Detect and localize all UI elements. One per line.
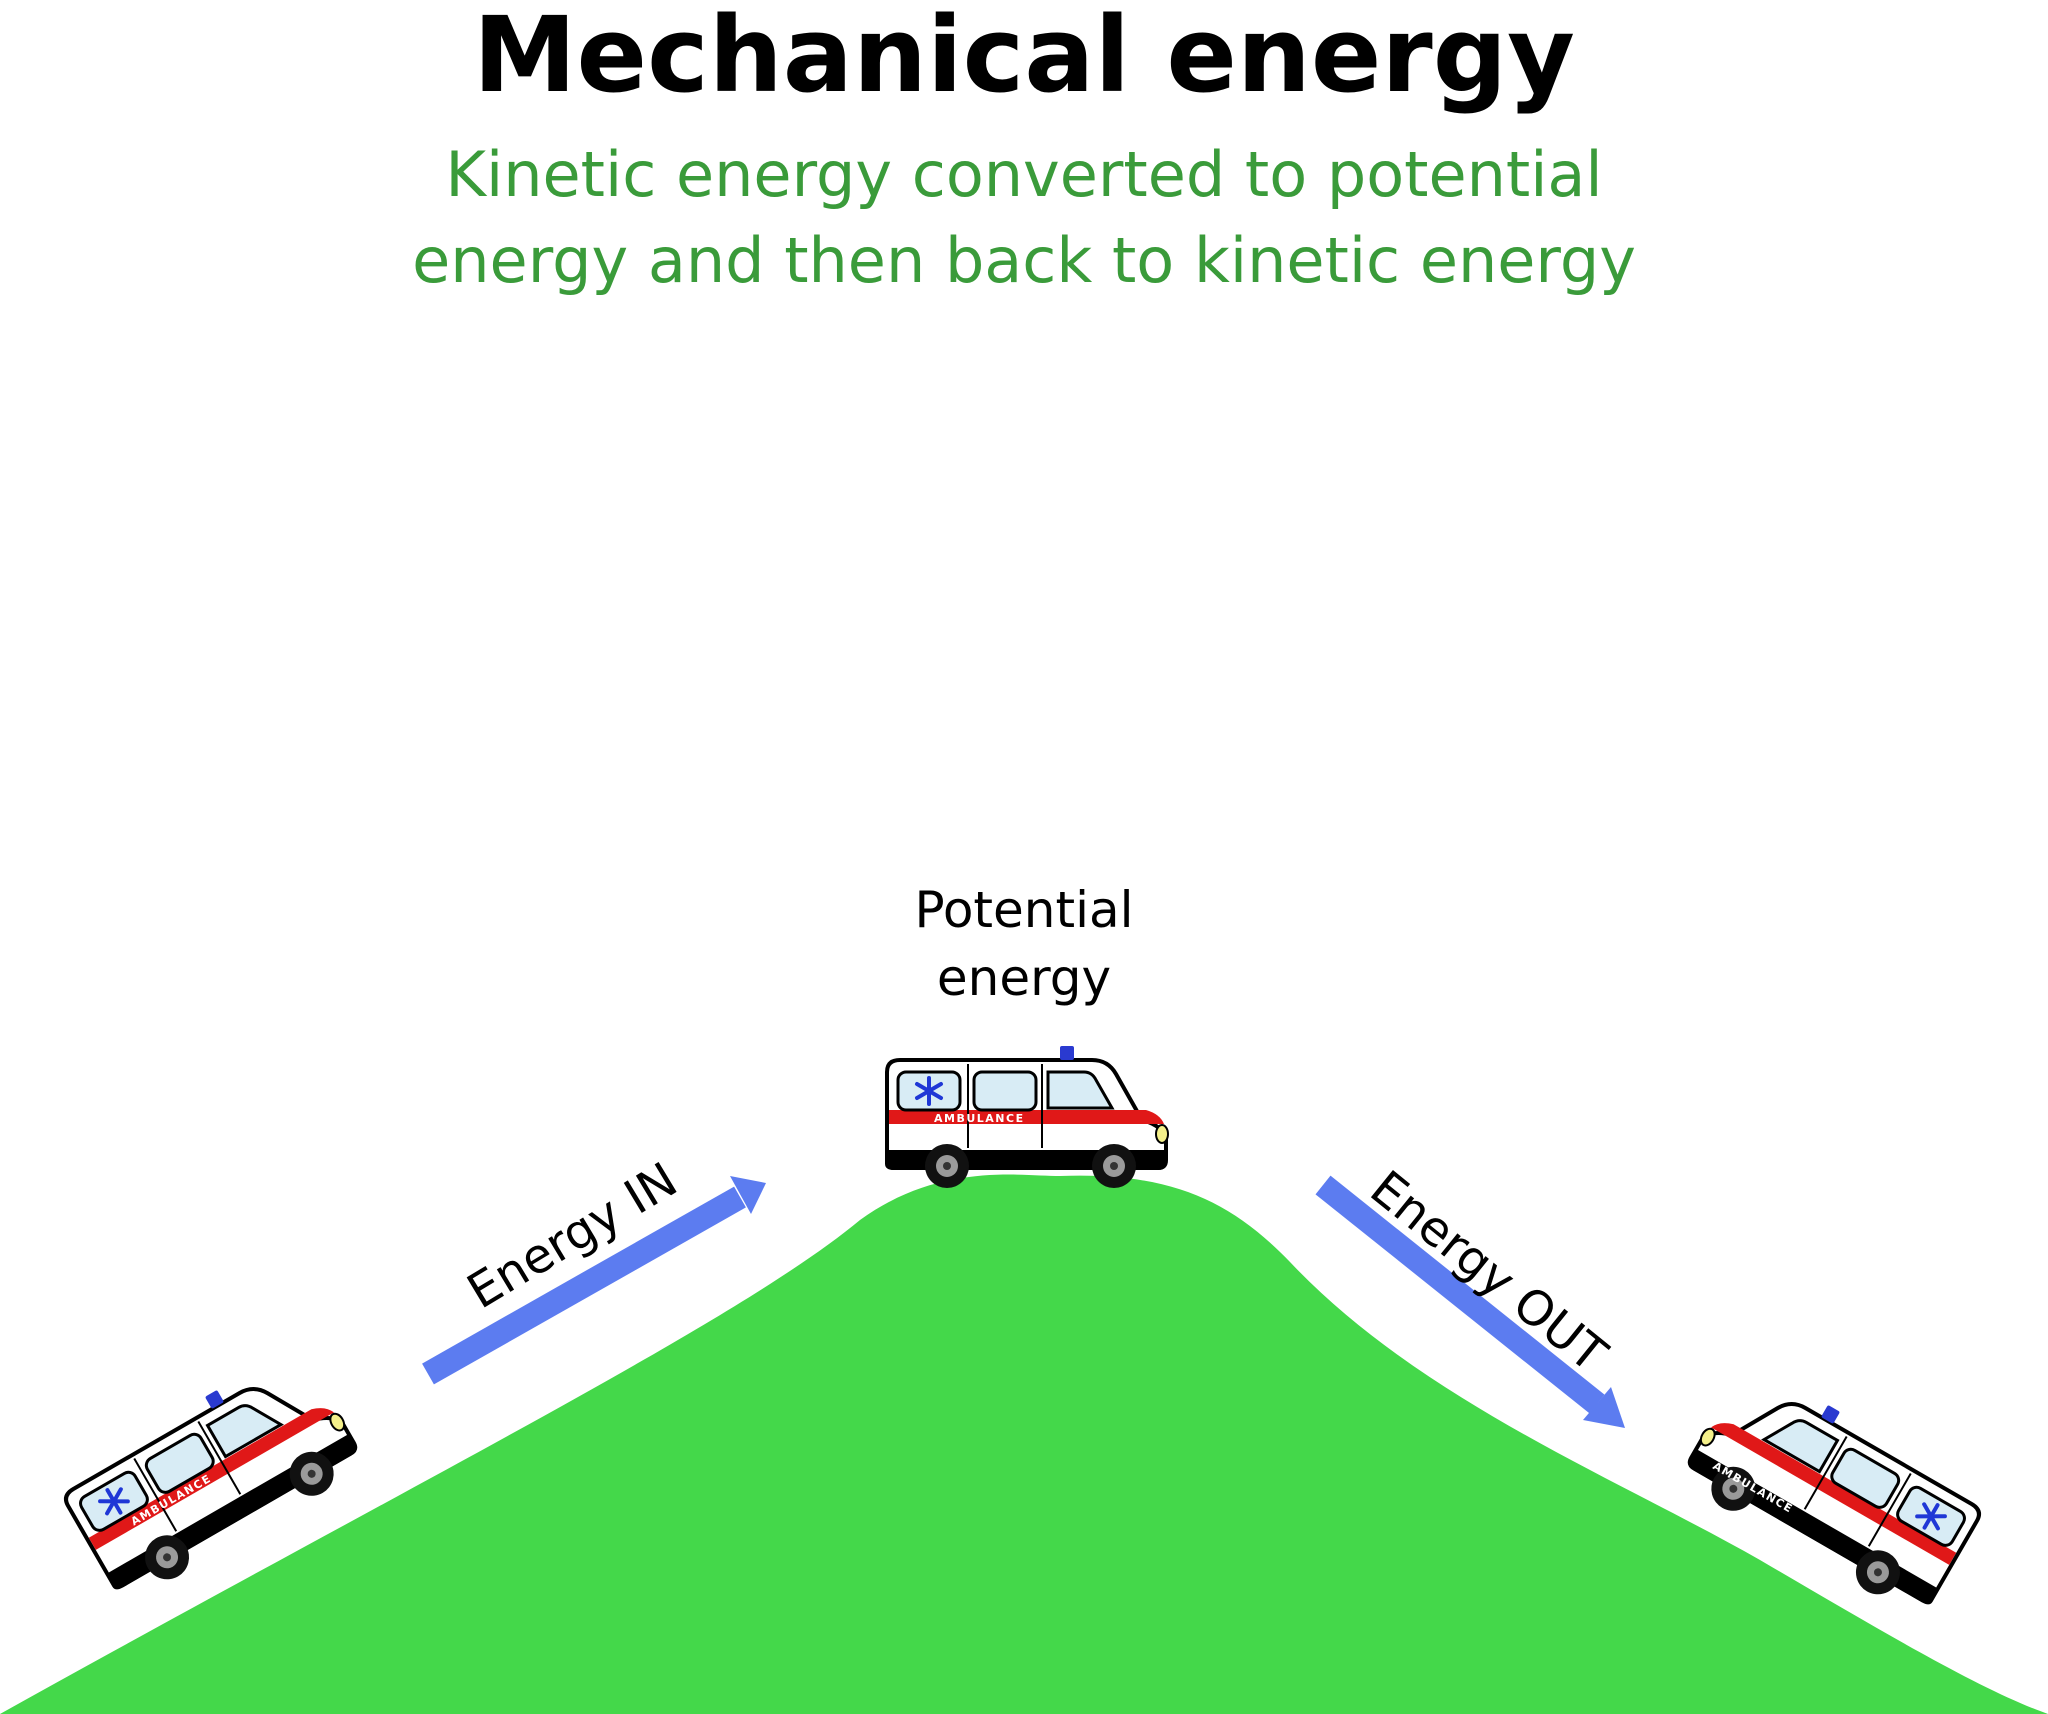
energy-in-arrow [422,1176,766,1385]
subtitle-line-2: energy and then back to kinetic energy [412,224,1636,297]
energy-out-arrow [1315,1175,1625,1428]
potential-energy-label: Potential energy [824,876,1224,1012]
potential-energy-line-2: energy [936,949,1112,1007]
ambulance-left: AMBULANCE [53,1340,372,1609]
potential-energy-line-1: Potential [914,881,1134,939]
diagram-subtitle: Kinetic energy converted to potential en… [0,132,2048,304]
ambulance-top: AMBULANCE [885,1044,1170,1190]
subtitle-line-1: Kinetic energy converted to potential [445,138,1603,211]
hill [0,1174,2048,1714]
ambulance-label: AMBULANCE [934,1112,1025,1125]
diagram-title: Mechanical energy [473,0,1575,116]
